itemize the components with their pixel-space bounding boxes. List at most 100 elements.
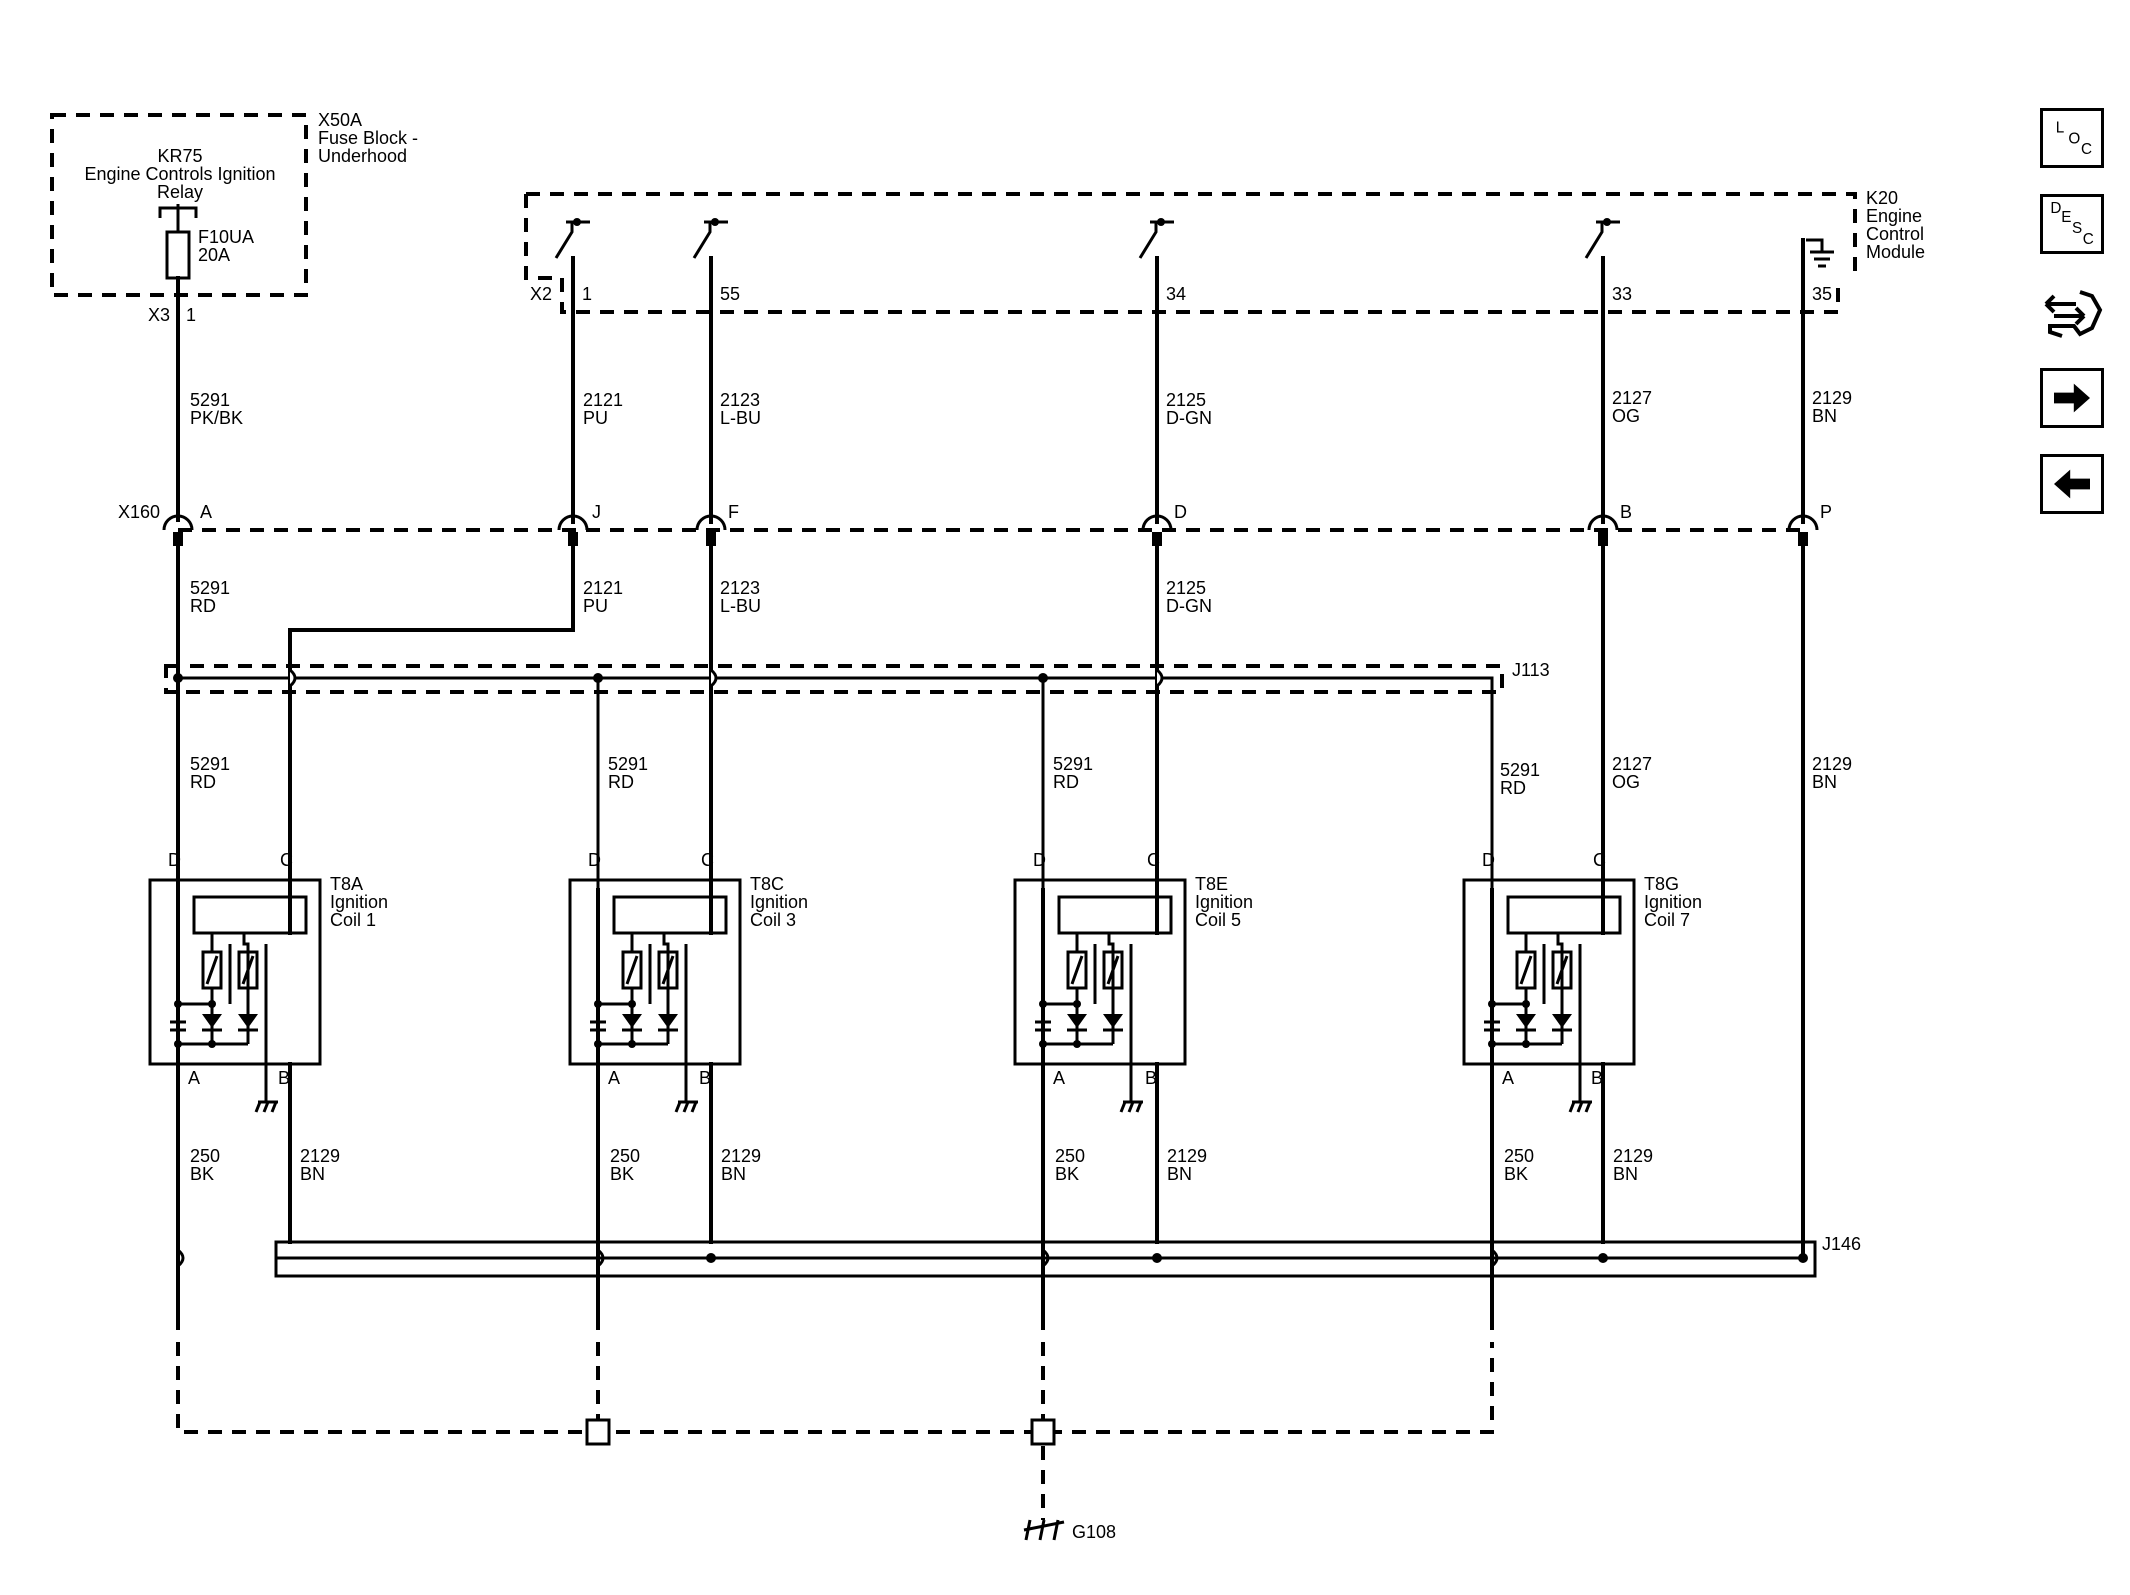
x160-pin-f: F <box>728 502 739 522</box>
desc-button[interactable]: D E S C <box>2040 194 2104 254</box>
fuse-block-title-2: Underhood <box>318 146 407 166</box>
wire-label: 5291 <box>1500 760 1540 780</box>
coil-pin-c: C <box>1593 850 1606 870</box>
coil-pin-a: A <box>1502 1068 1514 1088</box>
desc-letter: E <box>2061 209 2071 226</box>
coil-pin-d: D <box>1482 850 1495 870</box>
x160-id: X160 <box>118 502 160 522</box>
wire-label: 2123 <box>720 578 760 598</box>
coil-housing <box>568 878 742 1066</box>
coil-id: T8E <box>1195 874 1228 894</box>
wire-label: L-BU <box>720 408 761 428</box>
coil-id: T8A <box>330 874 363 894</box>
loc-button[interactable]: L O C <box>2040 108 2104 168</box>
ecm-line-2: Control <box>1866 224 1924 244</box>
ecm-pin-1: 1 <box>582 284 592 304</box>
coil-name-2: Coil 5 <box>1195 910 1241 930</box>
coil-name: Ignition <box>1644 892 1702 912</box>
wire-label: 250 <box>1504 1146 1534 1166</box>
wire-label: D-GN <box>1166 596 1212 616</box>
coil-name-2: Coil 3 <box>750 910 796 930</box>
wire-label: PU <box>583 408 608 428</box>
wire-label: L-BU <box>720 596 761 616</box>
x160-pin-a: A <box>200 502 212 522</box>
ecm-pin-55: 55 <box>720 284 740 304</box>
coil-pin-b: B <box>278 1068 290 1088</box>
wire-label: 5291 <box>190 390 230 410</box>
coil-housing <box>148 878 322 1066</box>
wire-label: 2125 <box>1166 390 1206 410</box>
wire-label: BN <box>1812 406 1837 426</box>
wire-label: 250 <box>610 1146 640 1166</box>
x160-pin-p: P <box>1820 502 1832 522</box>
relay-name: Engine Controls Ignition <box>84 164 275 184</box>
arrow-right-icon[interactable] <box>2040 368 2104 428</box>
wire-label: 5291 <box>608 754 648 774</box>
fuse-block-title-1: Fuse Block - <box>318 128 418 148</box>
fuse-rating: 20A <box>198 245 230 265</box>
wire-label: RD <box>190 596 216 616</box>
connector-tool-icon[interactable] <box>2040 282 2104 342</box>
ecm-connector: X2 <box>530 284 552 304</box>
coil-housing <box>1462 878 1636 1066</box>
coil-name: Ignition <box>330 892 388 912</box>
desc-letter: S <box>2072 220 2082 237</box>
wire-label: 2127 <box>1612 388 1652 408</box>
arrow-left-icon[interactable] <box>2040 454 2104 514</box>
ground-id: G108 <box>1072 1522 1116 1542</box>
coil-pin-c: C <box>280 850 293 870</box>
wire-label: BN <box>1812 772 1837 792</box>
desc-letter: C <box>2083 231 2094 248</box>
wire-label: 2129 <box>1812 754 1852 774</box>
coil-pin-d: D <box>1033 850 1046 870</box>
splice-j146-id: J146 <box>1822 1234 1861 1254</box>
wire-label: BN <box>1613 1164 1638 1184</box>
coil-pin-b: B <box>1145 1068 1157 1088</box>
wire-label: 2127 <box>1612 754 1652 774</box>
coil-pin-a: A <box>608 1068 620 1088</box>
coil-pin-c: C <box>701 850 714 870</box>
wire-label: 2129 <box>721 1146 761 1166</box>
wire-label: RD <box>1500 778 1526 798</box>
desc-letter: D <box>2050 200 2061 217</box>
splice-j113: J113 <box>164 660 1550 892</box>
loc-letter: O <box>2068 130 2080 147</box>
coil-pin-d: D <box>168 850 181 870</box>
wire-label: BK <box>1055 1164 1079 1184</box>
wire-labels-top: 5291 PK/BK 2121 PU 2123 L-BU 2125 D-GN 2… <box>190 388 1852 428</box>
ground-connector <box>1030 1418 1056 1446</box>
wire-label: 2121 <box>583 390 623 410</box>
wire-label: D-GN <box>1166 408 1212 428</box>
coil-name: Ignition <box>750 892 808 912</box>
wire-labels-coils-top: 5291 RD 5291 RD 5291 RD 5291 RD 2127 OG … <box>190 754 1852 798</box>
coil-pin-d: D <box>588 850 601 870</box>
coil-pin-a: A <box>1053 1068 1065 1088</box>
coil-pin-b: B <box>1591 1068 1603 1088</box>
wire-label: RD <box>1053 772 1079 792</box>
ecm-line-1: Engine <box>1866 206 1922 226</box>
wire-label: BK <box>1504 1164 1528 1184</box>
wire-label: 2129 <box>300 1146 340 1166</box>
coil-driver-module <box>1506 895 1622 935</box>
coil-housing <box>1013 878 1187 1066</box>
relay-pin: 1 <box>186 305 196 325</box>
ecm-pin-34: 34 <box>1166 284 1186 304</box>
coil-name: Ignition <box>1195 892 1253 912</box>
coil-driver-module <box>1057 895 1173 935</box>
wire-label: BK <box>190 1164 214 1184</box>
coil-pin-c: C <box>1147 850 1160 870</box>
wire-label: 2129 <box>1613 1146 1653 1166</box>
x160-pin-j: J <box>592 502 601 522</box>
wire-label: BN <box>721 1164 746 1184</box>
coil-pin-b: B <box>699 1068 711 1088</box>
wire-label: BK <box>610 1164 634 1184</box>
ground-connector <box>585 1418 611 1446</box>
wire-label: PK/BK <box>190 408 243 428</box>
wire-label: 5291 <box>190 578 230 598</box>
wire-label: PU <box>583 596 608 616</box>
wire-label: 250 <box>1055 1146 1085 1166</box>
